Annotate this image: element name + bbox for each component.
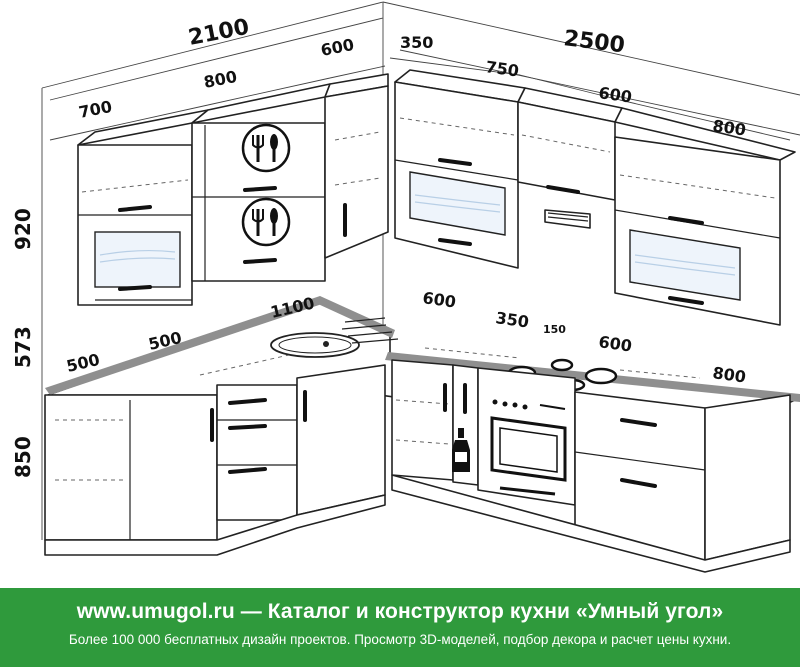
dim-counter-right-2: 150 — [543, 323, 566, 336]
plate-icon — [241, 123, 291, 173]
kitchen-drawing: 2100 2500 700 800 600 350 750 600 800 50… — [11, 1, 800, 573]
dim-gap-height: 573 — [11, 326, 35, 368]
banner-subtitle: Более 100 000 бесплатных дизайн проектов… — [68, 632, 732, 647]
bottle-icon — [452, 428, 470, 472]
dim-counter-right-0: 600 — [421, 288, 457, 311]
dim-counter-right-4: 800 — [711, 363, 747, 386]
top-dimension-lines — [49, 17, 800, 141]
banner-title: Каталог и конструктор кухни «Умный угол» — [267, 600, 724, 623]
dim-upper-right-1: 750 — [484, 57, 520, 80]
dim-upper-height: 920 — [11, 208, 35, 250]
sink-icon — [270, 317, 399, 358]
dim-upper-left-2: 600 — [319, 35, 355, 60]
dim-upper-right-0: 350 — [400, 33, 433, 52]
dim-upper-left-0: 700 — [77, 97, 113, 122]
banner-headline: www.umugol.ru — Каталог и конструктор ку… — [0, 600, 800, 624]
oven-icon — [490, 399, 567, 496]
dim-upper-left-1: 800 — [202, 67, 238, 92]
site-link[interactable]: www.umugol.ru — [76, 600, 235, 623]
promo-banner: www.umugol.ru — Каталог и конструктор ку… — [0, 588, 800, 667]
dim-counter-right-1: 350 — [494, 308, 530, 331]
upper-cabinets-right — [394, 69, 796, 326]
dim-base-height: 850 — [11, 436, 35, 478]
dim-right-total: 2500 — [562, 26, 626, 58]
dim-left-total: 2100 — [186, 15, 251, 51]
dim-counter-right-3: 600 — [597, 332, 633, 355]
dim-upper-right-3: 800 — [711, 116, 747, 139]
upper-cabinets-left — [77, 73, 389, 306]
banner-separator: — — [240, 600, 262, 623]
dim-upper-right-2: 600 — [597, 83, 633, 106]
base-cabinets-left — [44, 364, 386, 556]
plate-icon — [241, 197, 291, 247]
base-cabinets-right — [391, 359, 791, 573]
